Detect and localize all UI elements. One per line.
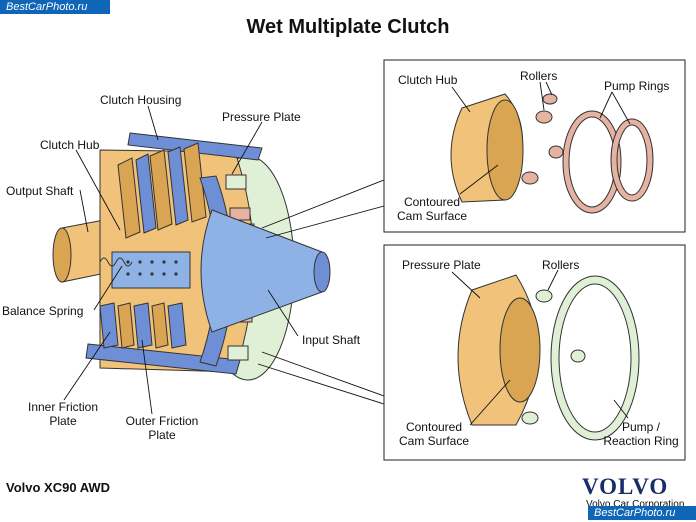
volvo-logo: VOLVO [582, 474, 669, 499]
inset-bottom-cam-surface [499, 297, 541, 403]
inset-bottom [383, 244, 686, 461]
input-shaft-end [313, 251, 331, 293]
inset-top-pump-ring-1-fill [563, 111, 621, 213]
inset-bottom-pump-line1: Pump / [621, 420, 660, 434]
inset-bottom-label-rollers: Rollers [542, 258, 580, 272]
label-input-shaft: Input Shaft [302, 333, 361, 347]
watermark-bottom: BestCarPhoto.ru [588, 506, 696, 520]
inset-bottom-reaction-ring-fill [551, 276, 639, 440]
label-clutch-hub: Clutch Hub [40, 138, 100, 152]
label-inner-friction-plate: Inner Friction Plate [18, 400, 108, 428]
lower-plate-stack [99, 302, 187, 349]
inset-top-rollers [521, 93, 564, 185]
inset-bottom-rollers [521, 289, 586, 425]
balance-spring-coil [99, 257, 133, 267]
outer-plate [133, 302, 153, 349]
inner-plate [117, 302, 135, 349]
label-pressure-plate: Pressure Plate [222, 110, 301, 124]
label-outer-friction-line2: Plate [148, 428, 176, 442]
inner-plate [135, 153, 157, 234]
outer-plate [99, 302, 119, 349]
inset-bottom-label-pressure-plate: Pressure Plate [402, 258, 481, 272]
inset-top-contoured-line2: Cam Surface [396, 209, 468, 223]
outer-plate [117, 157, 141, 239]
outer-plate [167, 302, 187, 349]
label-inner-friction-line2: Plate [49, 414, 77, 428]
label-output-shaft: Output Shaft [6, 184, 74, 198]
inset-top-pump-ring-2-fill [611, 119, 653, 201]
input-shaft [200, 209, 323, 333]
inset-top-leaders [451, 81, 631, 195]
upper-plate-stack [117, 142, 207, 239]
watermark-top: BestCarPhoto.ru [0, 0, 110, 14]
inset-bottom-contoured-line1: Contoured [405, 420, 463, 434]
outer-plate [149, 149, 173, 231]
clutch-housing-bottom [85, 343, 241, 375]
inset-top-frame [383, 59, 686, 233]
inset-top-cam-surface [486, 99, 524, 201]
diagram-title: Wet Multiplate Clutch [246, 16, 450, 38]
inset-top-label-contoured-cam: Contoured Cam Surface [392, 195, 472, 223]
inner-plate [151, 302, 169, 349]
inset-bottom-leaders [451, 269, 629, 426]
output-shaft-end [52, 227, 72, 283]
inset-top [383, 59, 686, 233]
inner-plate [167, 146, 189, 226]
label-clutch-housing: Clutch Housing [100, 93, 182, 107]
vehicle-model: Volvo XC90 AWD [6, 480, 111, 495]
label-outer-friction-plate: Outer Friction Plate [116, 414, 208, 442]
main-cutaway [52, 132, 331, 381]
label-balance-spring: Balance Spring [2, 304, 84, 318]
inset-bottom-label-contoured-cam: Contoured Cam Surface [394, 420, 474, 448]
inset-bottom-contoured-line2: Cam Surface [398, 434, 470, 448]
corporation-name: Volvo Car Corporation [586, 499, 685, 510]
leader-lines-main [63, 105, 385, 415]
outer-plate [183, 142, 207, 223]
label-inner-friction-line1: Inner Friction [27, 400, 99, 414]
inset-bottom-pump-line2: Reaction Ring [603, 434, 679, 448]
inset-top-label-rollers: Rollers [520, 69, 558, 83]
inset-top-contoured-line1: Contoured [403, 195, 461, 209]
inset-bottom-label-pump-reaction-ring: Pump / Reaction Ring [598, 420, 684, 448]
balance-spring-dots [126, 260, 178, 276]
label-outer-friction-line1: Outer Friction [125, 414, 199, 428]
balance-spring-chamber [111, 251, 191, 289]
inset-top-label-pump-rings: Pump Rings [604, 79, 670, 93]
inset-top-label-clutch-hub: Clutch Hub [398, 73, 458, 87]
